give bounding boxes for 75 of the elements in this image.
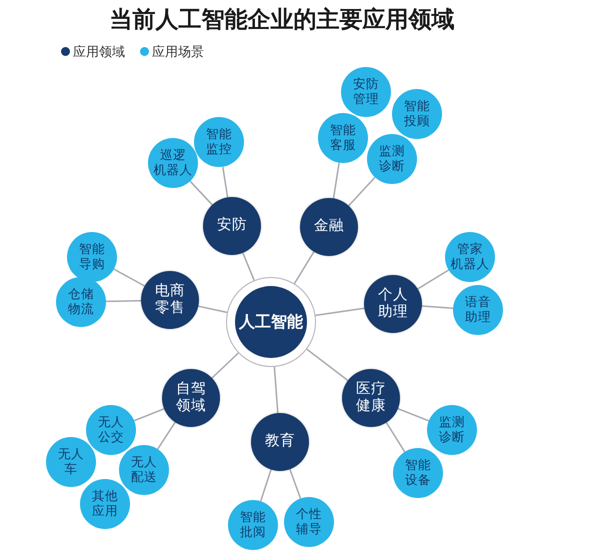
circle-label: 自驾领域 (175, 380, 207, 416)
connector-line (242, 252, 255, 281)
connector-line (260, 469, 272, 502)
domain-circle (300, 198, 358, 256)
circle-label: 电商零售 (154, 282, 186, 318)
circle-label: 医疗健康 (355, 380, 387, 416)
scenario-circle (284, 497, 334, 547)
circle-label: 安防 (216, 217, 248, 235)
domain-circle (141, 271, 199, 329)
domain-circle (203, 197, 261, 255)
connector-line (386, 422, 406, 452)
circle-label: 无人车 (57, 447, 85, 477)
scenario-circle (445, 232, 495, 282)
circle-label: 安防管理 (352, 77, 380, 107)
connector-line (134, 408, 164, 422)
circle-label: 金融 (313, 218, 345, 236)
connector-line (398, 408, 429, 422)
scenario-circle (56, 277, 106, 327)
circle-label: 人工智能 (238, 312, 304, 332)
scenario-circle (46, 437, 96, 487)
connector-line (348, 176, 376, 206)
scenario-circle (318, 113, 368, 163)
circle-label: 个人助理 (377, 286, 409, 322)
circle-label: 监测诊断 (378, 144, 406, 174)
circle-label: 智能客服 (329, 123, 357, 153)
connector-line (289, 469, 302, 499)
scenario-circle (148, 138, 198, 188)
circle-label: 仓储物流 (67, 287, 95, 317)
circle-label: 无人公交 (97, 415, 125, 445)
connector-line (417, 269, 450, 290)
domain-circle (364, 275, 422, 333)
connector-line (422, 305, 454, 309)
connector-line (332, 162, 340, 199)
scenario-circle (119, 445, 169, 495)
connector-line (106, 300, 142, 302)
connector-line (306, 348, 348, 382)
connector-line (190, 180, 213, 206)
scenario-circle (453, 285, 503, 335)
scenario-circle (367, 134, 417, 184)
domain-circle (162, 369, 220, 427)
chart-title: 当前人工智能企业的主要应用领域 (108, 6, 456, 35)
legend-label: 应用场景 (152, 44, 204, 61)
connector-line (222, 166, 228, 198)
scenario-circle (67, 232, 117, 282)
circle-label: 巡逻机器人 (153, 148, 193, 178)
connector-line (198, 305, 228, 314)
circle-label: 智能投顾 (403, 99, 431, 129)
domain-circle (342, 369, 400, 427)
scenario-circle (194, 117, 244, 167)
circle-label: 管家机器人 (450, 242, 490, 272)
legend-label: 应用领域 (73, 44, 125, 61)
circle-label: 智能设备 (404, 458, 432, 488)
circle-label: 智能导购 (78, 242, 106, 272)
circle-label: 个性辅导 (295, 507, 323, 537)
circle-label: 监测诊断 (438, 415, 466, 445)
circle-label: 语音助理 (464, 295, 492, 325)
scenario-circle (392, 89, 442, 139)
scenario-circle (393, 448, 443, 498)
scenario-circle (228, 500, 278, 550)
scenario-circle (341, 67, 391, 117)
scenario-circle (86, 405, 136, 455)
connector-line (274, 366, 279, 414)
connector-line (114, 268, 145, 287)
scenario-circle (427, 405, 477, 455)
scenario-circle (80, 479, 130, 529)
circle-label: 智能批阅 (239, 510, 267, 540)
circle-label: 其他应用 (91, 489, 119, 519)
circle-label: 智能监控 (205, 127, 233, 157)
connector-line (315, 307, 364, 316)
connector-line (294, 251, 315, 284)
connector-line (157, 422, 176, 450)
circle-label: 无人配送 (130, 455, 158, 485)
connector-line (211, 352, 239, 379)
domain-circle (251, 413, 309, 471)
circle-label: 教育 (264, 433, 296, 451)
